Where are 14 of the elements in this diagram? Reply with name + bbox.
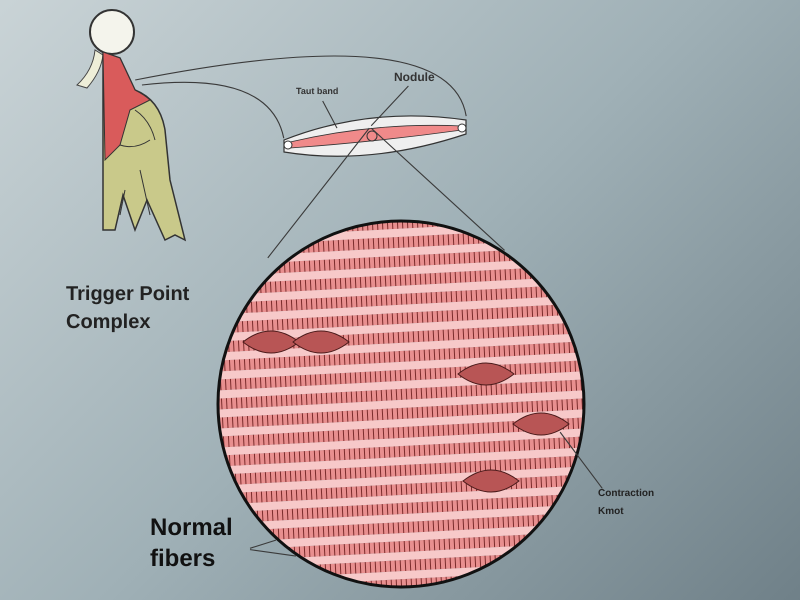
leader-line xyxy=(267,128,370,258)
diagram-label: Trigger Point Complex xyxy=(66,282,190,335)
leader-line xyxy=(560,432,603,489)
leader-line xyxy=(142,82,284,138)
callout-label: Contraction Kmot xyxy=(598,485,670,521)
leader-line xyxy=(370,128,505,251)
leader-line xyxy=(135,56,467,116)
callout-label: Nodule xyxy=(394,68,442,86)
leader-line xyxy=(322,100,338,128)
callout-label: Normal fibers xyxy=(150,512,250,574)
leader-line xyxy=(250,549,296,557)
leader-line xyxy=(370,86,409,126)
callout-label: Taut band xyxy=(296,85,354,98)
leader-line xyxy=(250,540,276,549)
